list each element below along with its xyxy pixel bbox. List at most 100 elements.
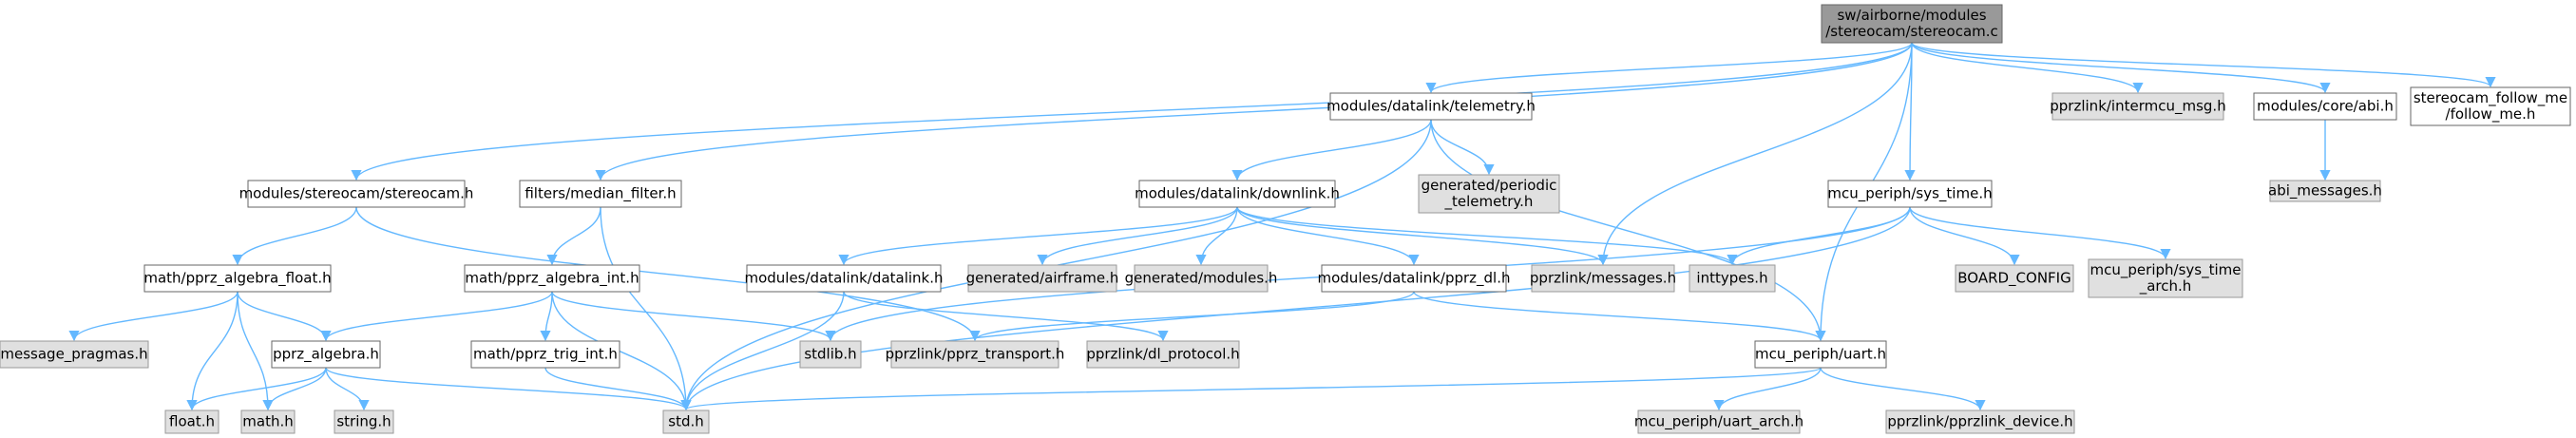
edge-datalink_h-to-std_h [680, 291, 845, 411]
node-label: math/pprz_trig_int.h [473, 346, 618, 364]
node-box [1821, 4, 2003, 44]
edge-pprz_algebra-to-math_h [262, 367, 327, 411]
node-label: pprzlink/intermcu_msg.h [2050, 98, 2225, 116]
node-box [247, 180, 466, 208]
node-label: pprzlink/pprz_transport.h [886, 346, 1065, 364]
node-box [1827, 180, 1993, 208]
node-algebra-int[interactable]: math/pprz_algebra_int.h [464, 264, 640, 293]
node-label: filters/median_filter.h [525, 185, 676, 203]
node-box [2253, 92, 2397, 121]
edge-sys_time-to-std_h [680, 206, 1911, 411]
node-label: message_pragmas.h [0, 346, 147, 364]
node-label: pprzlink/messages.h [1530, 270, 1676, 287]
node-label: stdlib.h [804, 346, 856, 363]
edge-downlink-to-messages [1236, 206, 1609, 266]
node-median-filter[interactable]: filters/median_filter.h [519, 180, 682, 208]
edge-algebra_int-to-pprz_algebra [320, 291, 553, 342]
node-trig-int[interactable]: math/pprz_trig_int.h [470, 340, 620, 369]
edge-uart-to-pprzlink_device [1820, 367, 1986, 411]
node-box [164, 409, 219, 434]
node-box [143, 264, 332, 293]
node-float-h: float.h [164, 409, 219, 434]
node-intermcu: pprzlink/intermcu_msg.h [2050, 92, 2226, 121]
node-label: modules/datalink/downlink.h [1135, 185, 1340, 202]
node-box [1885, 409, 2075, 434]
node-label: inttypes.h [1696, 270, 1767, 287]
node-abi-messages: abi_messages.h [2268, 180, 2382, 202]
node-label: /stereocam/stereocam.c [1825, 23, 1998, 40]
edge-pprz_algebra-to-float_h [186, 367, 327, 411]
node-label: mcu_periph/uart.h [1755, 346, 1886, 364]
node-string-h: string.h [334, 409, 394, 434]
node-box [1531, 264, 1675, 293]
node-box [271, 340, 381, 369]
node-box [1134, 264, 1269, 293]
node-label: _telemetry.h [1444, 193, 1534, 211]
node-label: modules/stereocam/stereocam.h [239, 185, 474, 202]
node-abi[interactable]: modules/core/abi.h [2253, 92, 2397, 121]
node-stereocam-h[interactable]: modules/stereocam/stereocam.h [239, 180, 474, 208]
edge-root-to-intermcu [1911, 42, 2144, 94]
node-transport: pprzlink/pprz_transport.h [886, 340, 1065, 369]
node-label: mcu_periph/uart_arch.h [1634, 413, 1803, 431]
edge-telemetry-to-downlink [1231, 119, 1432, 181]
edge-downlink-to-pprz_dl [1236, 206, 1420, 266]
edge-sys_time-to-board_config [1909, 206, 2020, 266]
edge-root-to-telemetry [1425, 42, 1913, 94]
edge-algebra_float-to-msg_pragmas [68, 291, 239, 342]
node-downlink[interactable]: modules/datalink/downlink.h [1135, 180, 1340, 208]
edge-pprz_dl-to-transport [969, 291, 1415, 342]
node-label: BOARD_CONFIG [1957, 270, 2070, 288]
node-label: modules/datalink/pprz_dl.h [1318, 270, 1511, 288]
node-box [470, 340, 620, 369]
node-box [890, 340, 1059, 369]
node-box [1689, 264, 1776, 293]
node-box [1329, 92, 1533, 121]
edge-uart-to-uart_arch [1713, 367, 1822, 411]
node-telemetry[interactable]: modules/datalink/telemetry.h [1326, 92, 1536, 121]
edge-algebra_float-to-float_h [186, 291, 239, 411]
edge-pprz_algebra-to-string_h [325, 367, 370, 411]
node-label: mcu_periph/sys_time [2090, 261, 2242, 279]
edge-downlink-to-datalink_h [838, 206, 1238, 266]
node-label: modules/datalink/datalink.h [744, 270, 943, 287]
node-math-h: math.h [240, 409, 296, 434]
node-box [967, 264, 1117, 293]
node-box [464, 264, 640, 293]
node-label: modules/core/abi.h [2257, 98, 2394, 115]
edge-algebra_int-to-trig_int [540, 291, 553, 342]
node-sys-time[interactable]: mcu_periph/sys_time.h [1827, 180, 1993, 208]
node-algebra-float[interactable]: math/pprz_algebra_float.h [143, 264, 332, 293]
edge-root-to-messages [1597, 42, 1913, 266]
node-datalink-h[interactable]: modules/datalink/datalink.h [744, 264, 944, 293]
edge-datalink_h-to-dl_protocol [843, 291, 1169, 342]
edge-downlink-to-gen_modules [1195, 206, 1238, 266]
edge-stereocam_h-to-transport [355, 206, 981, 342]
edge-algebra_float-to-math_h [237, 291, 274, 411]
node-label: math.h [242, 413, 293, 430]
edge-trig_int-to-std_h [544, 367, 692, 411]
node-label: math/pprz_algebra_float.h [143, 270, 331, 288]
node-pprz-algebra[interactable]: pprz_algebra.h [271, 340, 381, 369]
edge-uart-to-std_h [680, 367, 1822, 411]
file-nodes: sw/airborne/modules/stereocam/stereocam.… [0, 4, 2571, 434]
node-follow-me[interactable]: stereocam_follow_me/follow_me.h [2410, 86, 2571, 126]
node-pprz-dl[interactable]: modules/datalink/pprz_dl.h [1318, 264, 1511, 293]
node-box [519, 180, 682, 208]
node-box [1955, 264, 2074, 293]
node-label: generated/modules.h [1125, 270, 1278, 287]
edge-median_filter-to-std_h [600, 206, 692, 411]
node-sys-time-arch: mcu_periph/sys_time_arch.h [2088, 258, 2243, 298]
node-uart[interactable]: mcu_periph/uart.h [1754, 340, 1887, 369]
node-box [0, 340, 149, 369]
node-label: math/pprz_algebra_int.h [465, 270, 639, 288]
edge-pprz_algebra-to-std_h [325, 367, 692, 411]
node-messages: pprzlink/messages.h [1530, 264, 1676, 293]
node-box [1321, 264, 1507, 293]
node-gen-airframe: generated/airframe.h [966, 264, 1118, 293]
node-label: /follow_me.h [2446, 105, 2536, 124]
node-board-config: BOARD_CONFIG [1955, 264, 2074, 293]
node-box [1754, 340, 1887, 369]
node-label: stereocam_follow_me [2414, 89, 2567, 107]
node-root[interactable]: sw/airborne/modules/stereocam/stereocam.… [1821, 4, 2003, 44]
